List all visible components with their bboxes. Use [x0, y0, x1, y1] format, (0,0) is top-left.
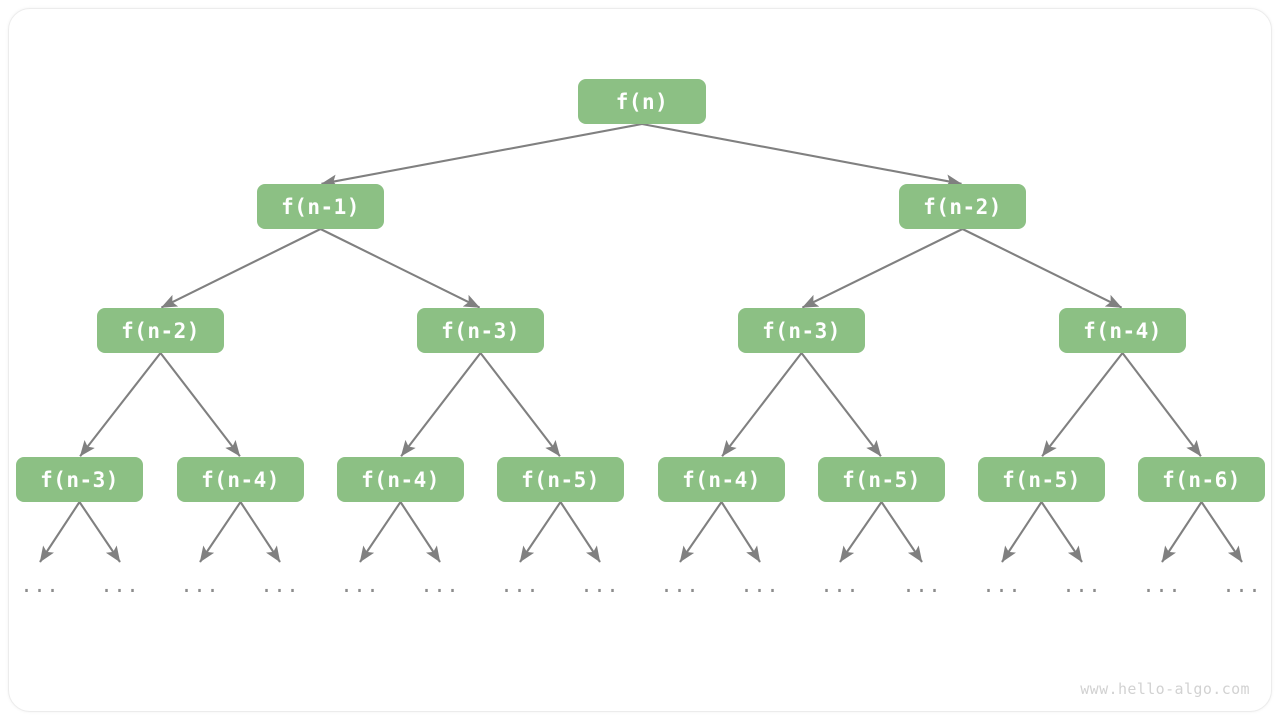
leaf-ellipsis: ... [1222, 573, 1262, 597]
tree-node-n13: f(n-5) [978, 457, 1105, 502]
leaf-ellipsis: ... [740, 573, 780, 597]
leaf-ellipsis: ... [260, 573, 300, 597]
tree-node-n11: f(n-4) [658, 457, 785, 502]
tree-node-n0: f(n) [578, 79, 706, 124]
watermark: www.hello-algo.com [1080, 680, 1250, 698]
leaf-ellipsis: ... [902, 573, 942, 597]
tree-node-n10: f(n-5) [497, 457, 624, 502]
leaf-ellipsis: ... [982, 573, 1022, 597]
tree-node-n1: f(n-1) [257, 184, 384, 229]
leaf-ellipsis: ... [1142, 573, 1182, 597]
tree-node-n12: f(n-5) [818, 457, 945, 502]
tree-node-n5: f(n-3) [738, 308, 865, 353]
tree-node-n7: f(n-3) [16, 457, 143, 502]
leaf-ellipsis: ... [180, 573, 220, 597]
tree-node-n8: f(n-4) [177, 457, 304, 502]
leaf-ellipsis: ... [660, 573, 700, 597]
leaf-ellipsis: ... [420, 573, 460, 597]
leaf-ellipsis: ... [340, 573, 380, 597]
leaf-ellipsis: ... [1062, 573, 1102, 597]
leaf-ellipsis: ... [580, 573, 620, 597]
tree-node-n2: f(n-2) [899, 184, 1026, 229]
tree-node-n14: f(n-6) [1138, 457, 1265, 502]
leaf-ellipsis: ... [20, 573, 60, 597]
tree-node-n3: f(n-2) [97, 308, 224, 353]
tree-node-n9: f(n-4) [337, 457, 464, 502]
tree-node-n4: f(n-3) [417, 308, 544, 353]
leaf-ellipsis: ... [100, 573, 140, 597]
leaf-ellipsis: ... [500, 573, 540, 597]
leaf-ellipsis: ... [820, 573, 860, 597]
tree-node-n6: f(n-4) [1059, 308, 1186, 353]
